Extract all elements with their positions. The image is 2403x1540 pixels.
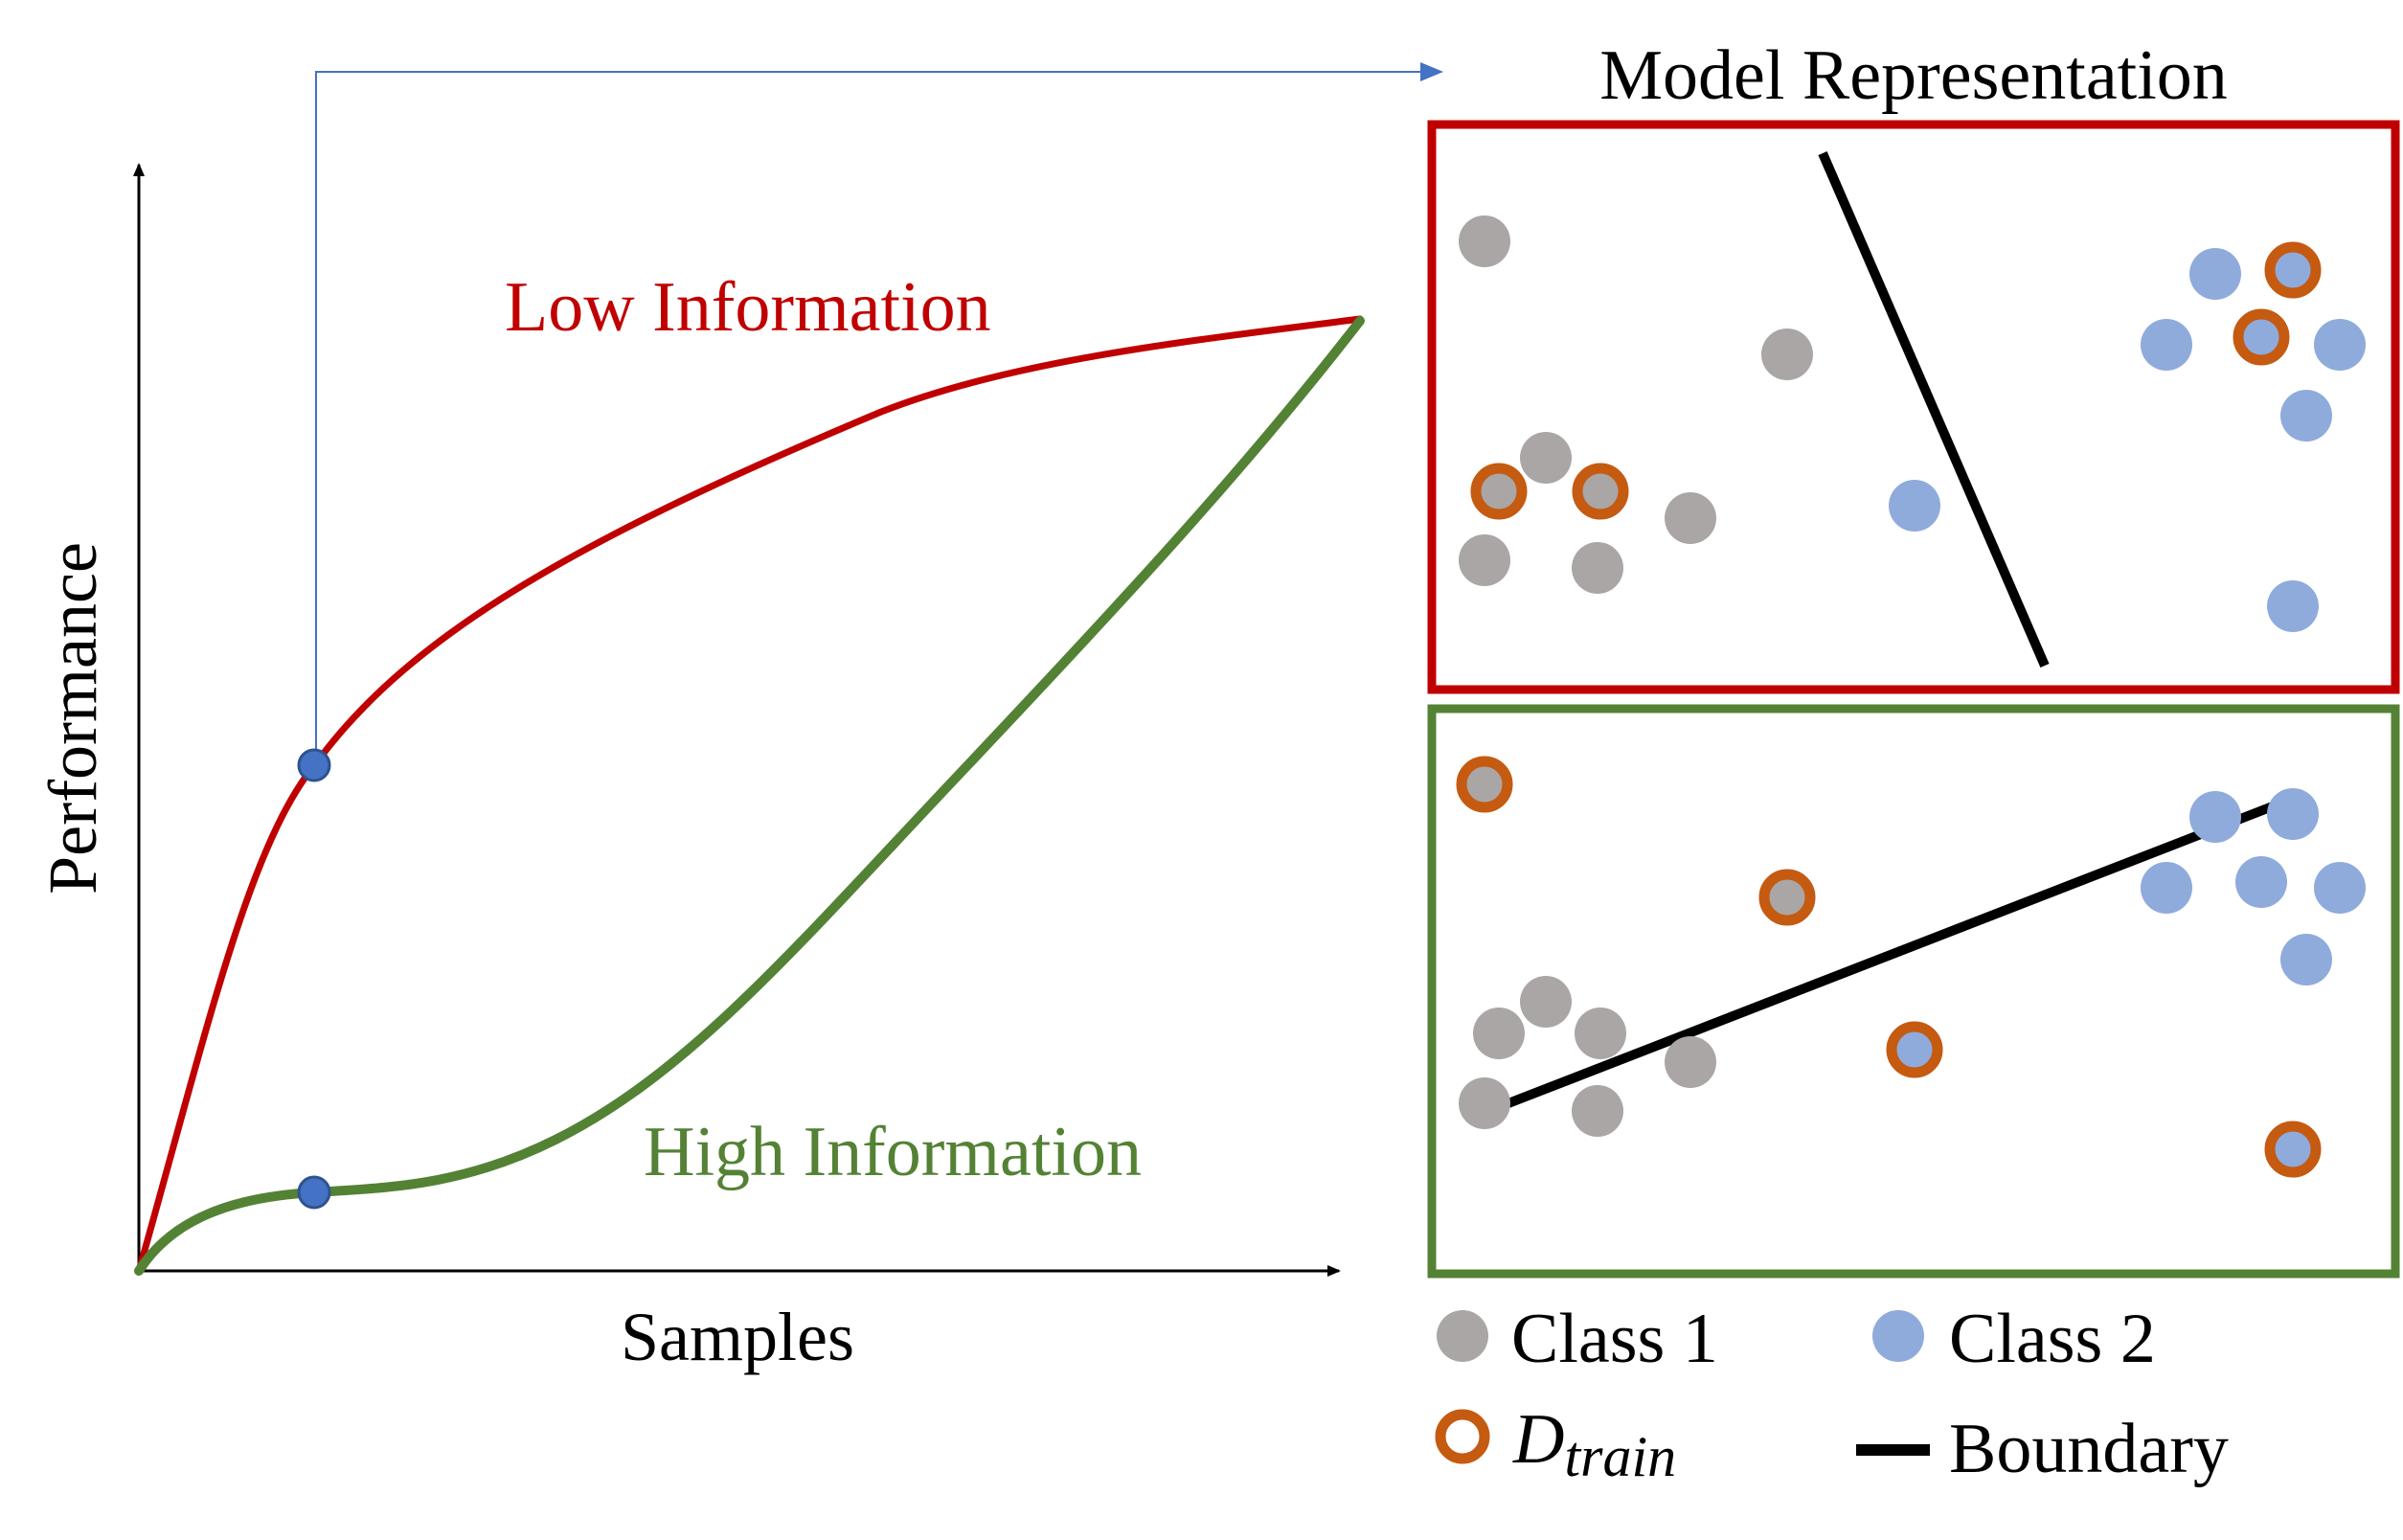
high-information-frame: [1427, 704, 2400, 1279]
class1-point: [1520, 976, 1572, 1028]
low-information-label: Low Information: [505, 268, 991, 347]
decision-boundary: [1507, 798, 2284, 1108]
class2-point: [2189, 791, 2241, 843]
train-legend-main: D: [1512, 1400, 1564, 1479]
high-information-marker: [297, 1175, 331, 1210]
train-legend-swatch: [1435, 1409, 1490, 1464]
train-legend-subscript: train: [1564, 1425, 1676, 1488]
high-information-label: High Information: [644, 1113, 1142, 1191]
class1-point: [1520, 432, 1572, 484]
class1-point: [1665, 1036, 1716, 1088]
train-class1-point: [1456, 756, 1513, 813]
y-axis-label: Performance: [34, 542, 111, 895]
low-information-marker: [297, 748, 331, 782]
train-class1-point: [1470, 463, 1528, 520]
train-class2-point: [2264, 241, 2322, 299]
class1-point: [1459, 215, 1510, 267]
class2-point: [2267, 788, 2319, 840]
connector-arrow: [315, 62, 1443, 766]
class2-point: [2280, 390, 2332, 442]
class2-legend-label: Class 2: [1949, 1300, 2156, 1378]
train-class1-point: [1758, 869, 1816, 926]
train-legend-label: Dtrain: [1512, 1400, 1676, 1488]
class2-legend-swatch: [1872, 1310, 1924, 1362]
train-class2-point: [2233, 308, 2290, 366]
class1-point: [1572, 1085, 1623, 1137]
class1-legend-swatch: [1437, 1310, 1488, 1362]
x-axis-label: Samples: [621, 1299, 854, 1375]
class1-point: [1473, 1008, 1525, 1059]
class2-point: [2189, 248, 2241, 300]
class2-point: [2314, 319, 2366, 371]
low-information-curve: [135, 315, 1364, 1275]
class2-point: [2141, 319, 2192, 371]
decision-boundary: [1818, 151, 2050, 668]
class1-point: [1665, 492, 1716, 544]
low-information-frame: [1427, 120, 2400, 694]
performance-chart: Performance Samples Low Information High…: [34, 62, 1443, 1375]
class2-point: [2280, 934, 2332, 985]
low-information-panel: [1427, 120, 2400, 694]
class2-point: [1889, 480, 1940, 532]
class1-point: [1459, 1077, 1510, 1129]
class1-point: [1459, 534, 1510, 586]
class2-point: [2314, 862, 2366, 914]
train-class2-point: [2264, 1121, 2322, 1178]
class1-legend-label: Class 1: [1511, 1300, 1718, 1378]
class2-point: [2141, 862, 2192, 914]
class2-point: [2267, 580, 2319, 632]
class1-point: [1575, 1008, 1626, 1059]
train-class1-point: [1572, 463, 1629, 520]
high-information-panel: [1427, 704, 2400, 1279]
class1-point: [1572, 542, 1623, 594]
class1-point: [1761, 328, 1813, 380]
class2-point: [2235, 856, 2287, 908]
boundary-legend-label: Boundary: [1949, 1410, 2229, 1488]
legend: Class 1 Class 2 Dtrain Boundary: [1435, 1300, 2229, 1488]
train-class2-point: [1886, 1021, 1943, 1078]
model-representation-title: Model Representation: [1599, 36, 2228, 115]
